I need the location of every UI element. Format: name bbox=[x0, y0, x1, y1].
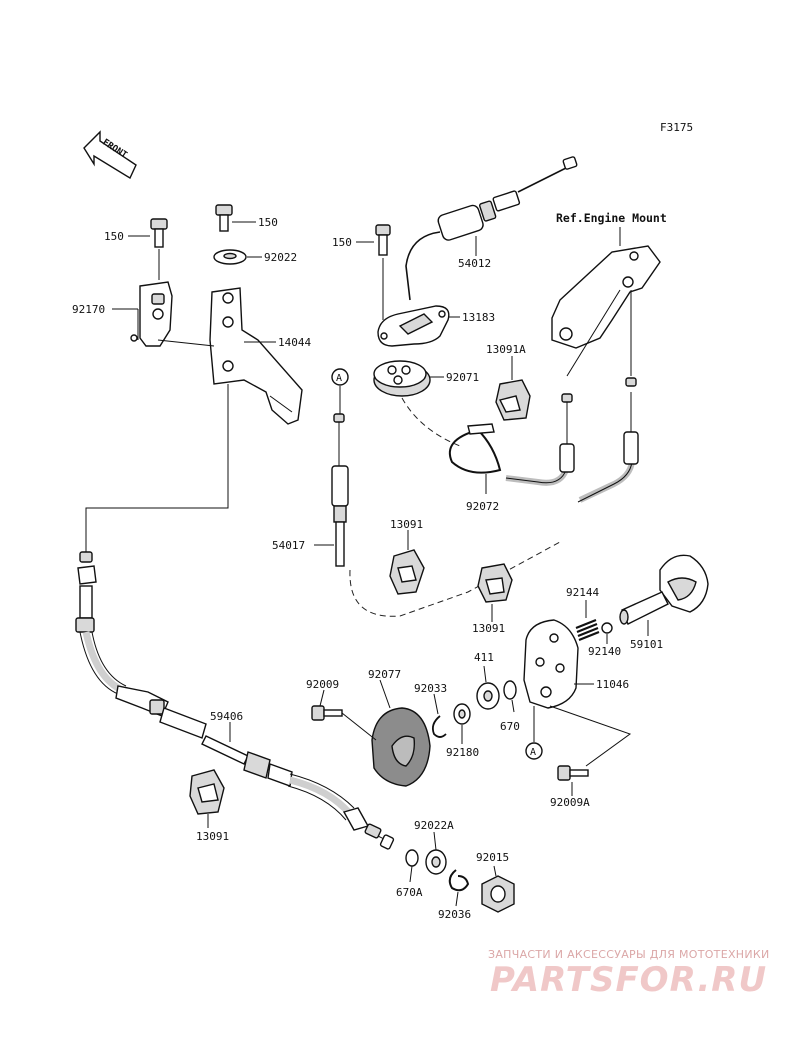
label-14044: 14044 bbox=[278, 336, 311, 349]
label-13091-left: 13091 bbox=[196, 830, 229, 843]
damper-13091-left[interactable] bbox=[189, 769, 225, 815]
bolt-92009a[interactable] bbox=[557, 765, 589, 781]
label-54012: 54012 bbox=[458, 257, 491, 270]
callout-a-lower: A bbox=[525, 742, 543, 760]
label-92009a: 92009A bbox=[550, 796, 590, 809]
label-13183: 13183 bbox=[462, 311, 495, 324]
grommet-92071[interactable] bbox=[373, 360, 431, 397]
label-92015: 92015 bbox=[476, 851, 509, 864]
bolt-150-left[interactable] bbox=[150, 218, 168, 248]
cable-54012[interactable] bbox=[405, 156, 578, 301]
svg-text:A: A bbox=[336, 373, 342, 384]
washer-92022[interactable] bbox=[213, 249, 247, 265]
ref-engine-mount: Ref.Engine Mount bbox=[556, 211, 667, 225]
label-92036: 92036 bbox=[438, 908, 471, 921]
label-150-right: 150 bbox=[332, 236, 352, 249]
engine-mount-bracket bbox=[551, 245, 661, 349]
washer-411[interactable] bbox=[476, 682, 500, 710]
clamp-92072[interactable] bbox=[448, 423, 502, 474]
pulley-59101[interactable] bbox=[619, 554, 709, 625]
front-arrow-icon: FRONT bbox=[83, 130, 137, 180]
oring-670[interactable] bbox=[503, 680, 517, 700]
label-92071: 92071 bbox=[446, 371, 479, 384]
label-670: 670 bbox=[500, 720, 520, 733]
label-59101: 59101 bbox=[630, 638, 663, 651]
label-59406: 59406 bbox=[210, 710, 243, 723]
damper-13091a[interactable] bbox=[495, 379, 531, 421]
label-92144: 92144 bbox=[566, 586, 599, 599]
label-92180: 92180 bbox=[446, 746, 479, 759]
cable-59406[interactable] bbox=[75, 551, 395, 850]
label-92009: 92009 bbox=[306, 678, 339, 691]
label-92140: 92140 bbox=[588, 645, 621, 658]
lockwasher-92036[interactable] bbox=[448, 869, 470, 892]
label-13091-right: 13091 bbox=[472, 622, 505, 635]
watermark-tagline: ЗАПЧАСТИ И АКСЕССУАРЫ ДЛЯ МОТОТЕХНИКИ bbox=[488, 948, 770, 961]
oring-670a[interactable] bbox=[405, 849, 419, 867]
washer-92022a[interactable] bbox=[425, 849, 447, 875]
cable-54017[interactable] bbox=[331, 413, 349, 567]
label-411: 411 bbox=[474, 651, 494, 664]
svg-text:A: A bbox=[530, 747, 536, 758]
watermark-brand: PARTSFOR.RU bbox=[490, 960, 767, 1000]
label-92022a: 92022A bbox=[414, 819, 454, 832]
ball-92140[interactable] bbox=[601, 622, 613, 634]
callout-a-upper: A bbox=[331, 368, 349, 386]
label-150-middle: 150 bbox=[258, 216, 278, 229]
label-92077: 92077 bbox=[368, 668, 401, 681]
bracket-92170[interactable] bbox=[130, 281, 173, 347]
label-54017: 54017 bbox=[272, 539, 305, 552]
label-13091-center: 13091 bbox=[390, 518, 423, 531]
lever-plate-11046[interactable] bbox=[523, 619, 579, 709]
plate-13183[interactable] bbox=[377, 305, 450, 347]
bracket-14044[interactable] bbox=[209, 287, 303, 425]
label-13091a: 13091A bbox=[486, 343, 526, 356]
label-92170: 92170 bbox=[72, 303, 105, 316]
cover-92077[interactable] bbox=[371, 707, 431, 787]
spring-92144[interactable] bbox=[575, 618, 600, 642]
bolt-150-right[interactable] bbox=[375, 224, 391, 256]
label-92033: 92033 bbox=[414, 682, 447, 695]
label-670a: 670A bbox=[396, 886, 423, 899]
cable-fitting-right[interactable] bbox=[505, 377, 639, 503]
bolt-92009[interactable] bbox=[311, 705, 343, 721]
nut-92015[interactable] bbox=[481, 875, 515, 913]
label-92072: 92072 bbox=[466, 500, 499, 513]
label-92022: 92022 bbox=[264, 251, 297, 264]
bolt-150-middle[interactable] bbox=[215, 204, 233, 232]
figure-code: F3175 bbox=[660, 121, 693, 134]
washer-92180[interactable] bbox=[453, 703, 471, 725]
label-11046: 11046 bbox=[596, 678, 629, 691]
damper-13091-right[interactable] bbox=[477, 563, 513, 603]
damper-13091-center[interactable] bbox=[389, 549, 425, 595]
label-150-left: 150 bbox=[104, 230, 124, 243]
clip-92033[interactable] bbox=[431, 715, 447, 738]
